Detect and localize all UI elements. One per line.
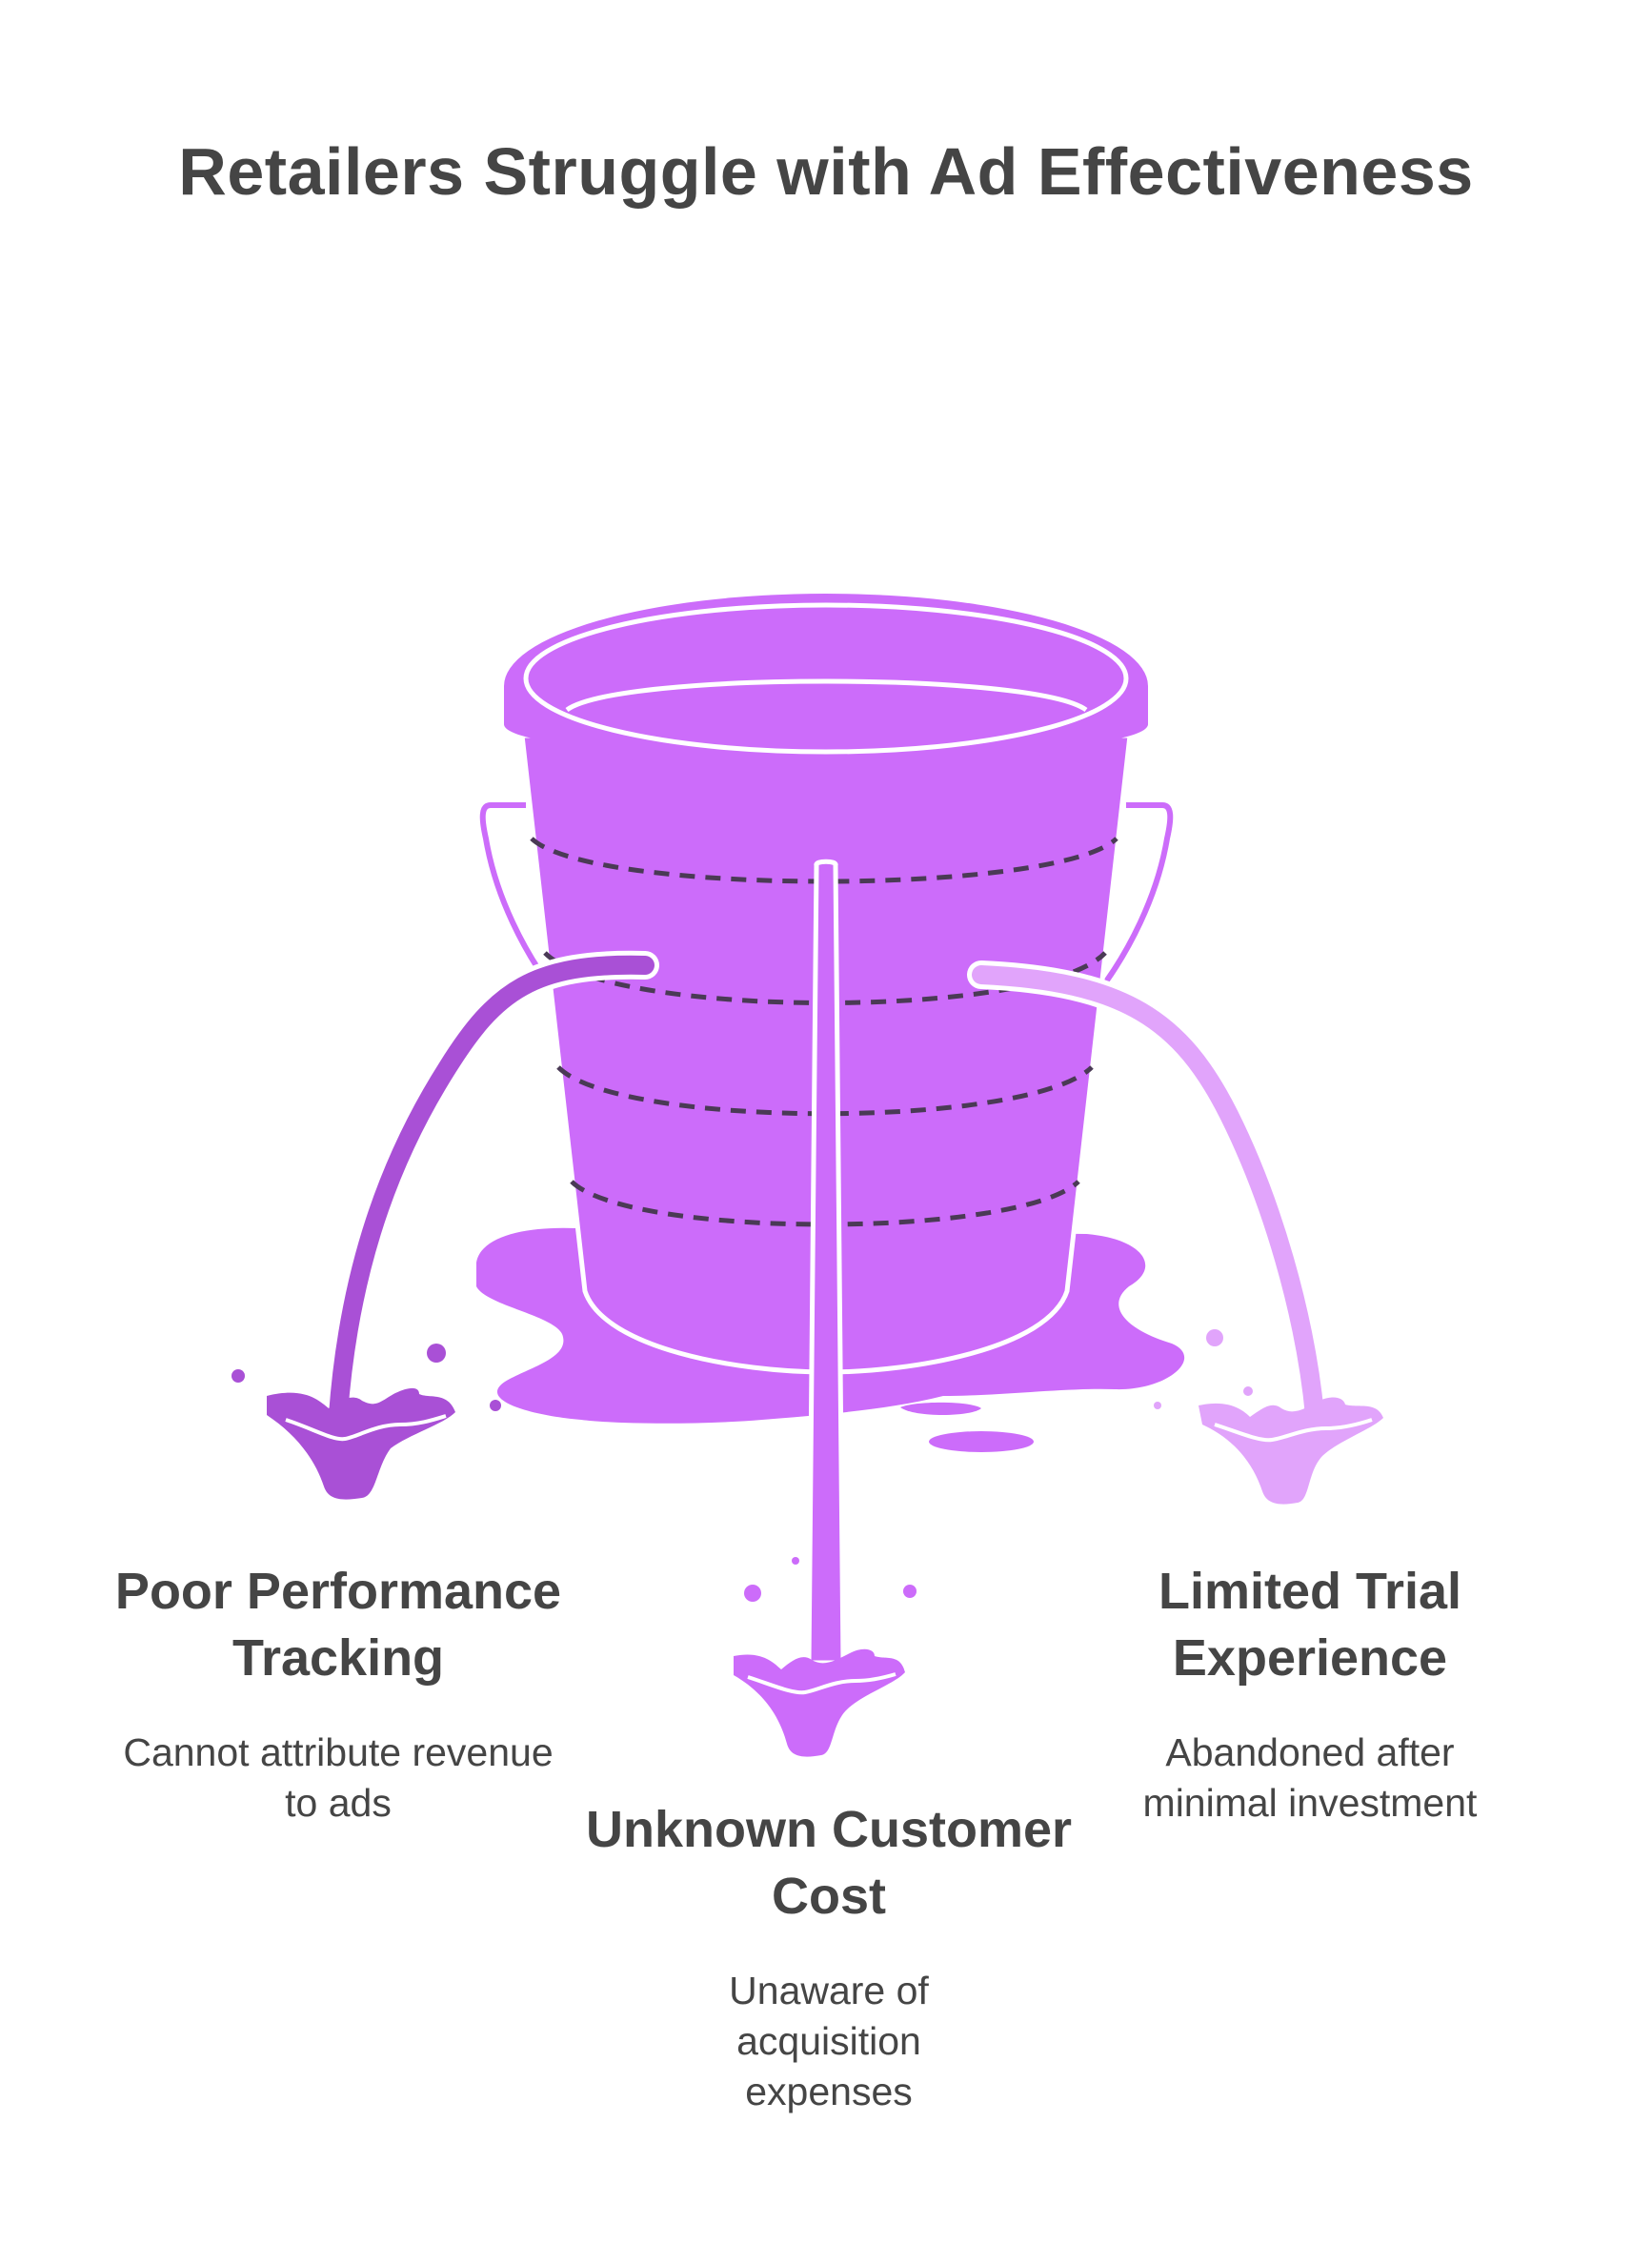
center-splash-drop-3 — [792, 1557, 799, 1565]
right-splash-drop-2 — [1154, 1402, 1161, 1409]
left-splash-drop-1 — [232, 1369, 245, 1383]
puddle-drop-1 — [900, 1402, 981, 1415]
left-handle — [479, 802, 560, 998]
center-stream — [806, 859, 846, 1666]
center-splash-drop-1 — [744, 1585, 761, 1602]
left-stream-fill — [329, 955, 655, 1425]
leak-heading: Limited Trial Experience — [1158, 1563, 1462, 1687]
right-handle — [1093, 802, 1174, 998]
leak-limited-trial-experience: Limited Trial Experience Abandoned after… — [1062, 1558, 1558, 1829]
left-splash-drop-2 — [427, 1344, 446, 1363]
left-splash-drop-3 — [490, 1400, 501, 1411]
leak-poor-performance-tracking: Poor Performance Tracking Cannot attribu… — [114, 1558, 562, 1829]
band-3 — [556, 1065, 1094, 1117]
right-splash-drop-3 — [1243, 1386, 1253, 1396]
right-splash-line — [1214, 1418, 1373, 1443]
left-splash-line — [285, 1414, 447, 1442]
leak-description: Unaware of acquisition expenses — [729, 1969, 929, 2113]
band-1 — [530, 837, 1118, 884]
leak-heading: Poor Performance Tracking — [114, 1563, 562, 1687]
leak-description: Cannot attribute revenue to ads — [123, 1730, 554, 1825]
rim-outer-line — [523, 602, 1129, 755]
rim-inner-line — [565, 678, 1088, 713]
leak-heading: Unknown Customer Cost — [585, 1801, 1073, 1925]
center-splash-drop-2 — [903, 1585, 917, 1598]
right-splash — [1199, 1397, 1383, 1505]
page-title: Retailers Struggle with Ad Effectiveness — [178, 134, 1474, 209]
left-splash — [267, 1387, 455, 1500]
center-splash — [734, 1648, 905, 1757]
puddle-drop-2 — [929, 1431, 1034, 1452]
right-splash-drop-1 — [1206, 1329, 1223, 1346]
right-stream-fill — [972, 965, 1324, 1425]
leak-description: Abandoned after minimal investment — [1142, 1730, 1478, 1825]
center-splash-line — [747, 1672, 897, 1695]
leak-unknown-customer-cost: Unknown Customer Cost Unaware of acquisi… — [581, 1796, 1077, 2117]
